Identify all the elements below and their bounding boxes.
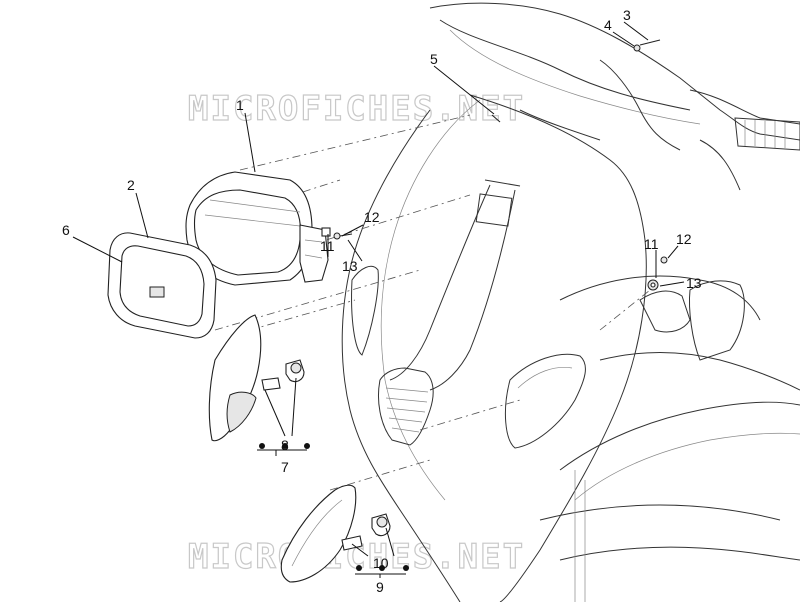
callout-numbers: 1 2 3 4 5 6 7 8 9 10 11 12 13 11 12 13 — [62, 7, 702, 595]
callout-1: 1 — [236, 97, 244, 113]
dot — [403, 565, 409, 571]
callout-13-shield: 13 — [686, 275, 702, 291]
headlight-rim — [107, 232, 217, 339]
dot — [379, 565, 385, 571]
callout-2: 2 — [127, 177, 135, 193]
leader-lines — [72, 21, 685, 578]
callout-10: 10 — [373, 555, 389, 571]
scooter-front-shield — [341, 2, 800, 602]
callout-12-shield: 12 — [676, 231, 692, 247]
dot — [304, 443, 310, 449]
callout-7: 7 — [281, 459, 289, 475]
turn-signal-left — [208, 314, 305, 442]
watermark-top: MICROFICHES.NET — [188, 89, 525, 129]
callout-6: 6 — [62, 222, 70, 238]
small-hardware — [333, 39, 668, 291]
callout-13-headlight: 13 — [342, 258, 358, 274]
callout-11-shield: 11 — [644, 236, 659, 252]
callout-4: 4 — [604, 17, 612, 33]
callout-8: 8 — [281, 437, 289, 453]
turn-signal-right — [280, 484, 391, 583]
headlight-assembly — [185, 171, 331, 286]
callout-12-headlight: 12 — [364, 209, 380, 225]
dot — [356, 565, 362, 571]
dot — [282, 443, 288, 449]
dot — [259, 443, 265, 449]
assembly-lines — [199, 114, 651, 491]
callout-9: 9 — [376, 579, 384, 595]
callout-11-headlight: 11 — [320, 238, 335, 254]
bracket-dots — [259, 443, 409, 571]
callout-3: 3 — [623, 7, 631, 23]
callout-5: 5 — [430, 51, 438, 67]
